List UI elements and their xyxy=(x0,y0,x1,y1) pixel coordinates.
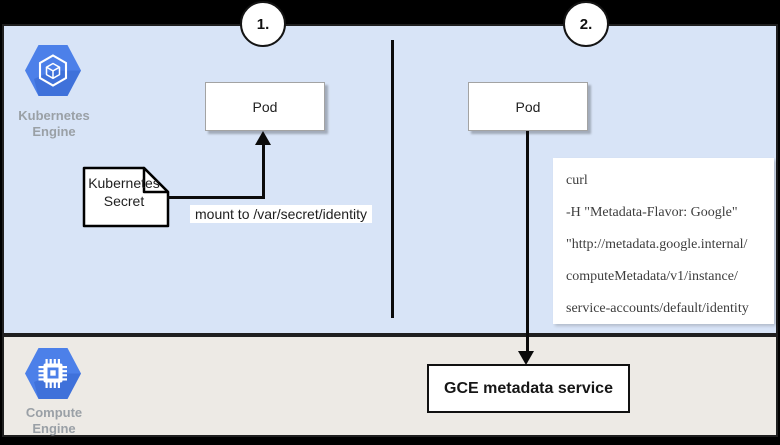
kubernetes-engine-label-line1: Kubernetes xyxy=(18,108,90,123)
step-2-badge: 2. xyxy=(563,1,609,47)
kubernetes-secret-label-line1: Kubernetes xyxy=(88,175,160,191)
kubernetes-engine-label: Kubernetes Engine xyxy=(6,108,102,140)
pod-2-label: Pod xyxy=(515,98,541,115)
compute-engine-label-line1: Compute xyxy=(25,405,83,420)
pod-to-gce-arrow-line xyxy=(526,131,529,353)
compute-engine-icon xyxy=(25,348,81,399)
section-divider-line xyxy=(391,40,394,318)
curl-command-line: computeMetadata/v1/instance/ xyxy=(566,269,738,284)
secret-note-shape xyxy=(82,166,170,228)
curl-command-line: "http://metadata.google.internal/ xyxy=(566,237,748,252)
step-2-label: 2. xyxy=(579,15,593,33)
pod-node-step2: Pod xyxy=(468,82,588,131)
gce-metadata-service-label: GCE metadata service xyxy=(444,379,613,397)
gce-metadata-service-node: GCE metadata service xyxy=(427,364,630,413)
step-1-label: 1. xyxy=(256,15,270,33)
compute-engine-label: Compute Engine xyxy=(6,405,102,437)
kubernetes-engine-label-line2: Engine xyxy=(32,124,76,139)
compute-engine-region xyxy=(2,335,778,437)
compute-engine-label-line2: Engine xyxy=(32,421,76,436)
pod-node-step1: Pod xyxy=(205,82,325,131)
mount-path-label: mount to /var/secret/identity xyxy=(190,205,372,223)
curl-command-line: -H "Metadata-Flavor: Google" xyxy=(566,205,738,220)
secret-to-pod-arrowhead-icon xyxy=(255,131,271,145)
kubernetes-engine-icon xyxy=(25,45,81,96)
kubernetes-secret-label: Kubernetes Secret xyxy=(82,174,166,210)
kubernetes-secret-label-line2: Secret xyxy=(103,193,145,209)
curl-command-box: curl -H "Metadata-Flavor: Google" "http:… xyxy=(553,158,774,324)
secret-to-pod-arrow-vertical xyxy=(262,143,265,199)
pod-1-label: Pod xyxy=(252,98,278,115)
curl-command-line: service-accounts/default/identity xyxy=(566,301,749,316)
step-1-badge: 1. xyxy=(240,1,286,47)
curl-command-line: curl xyxy=(566,173,588,188)
secret-to-pod-arrow-horizontal xyxy=(167,196,264,199)
pod-to-gce-arrowhead-icon xyxy=(518,351,534,365)
kubernetes-secret-node: Kubernetes Secret xyxy=(82,166,170,228)
